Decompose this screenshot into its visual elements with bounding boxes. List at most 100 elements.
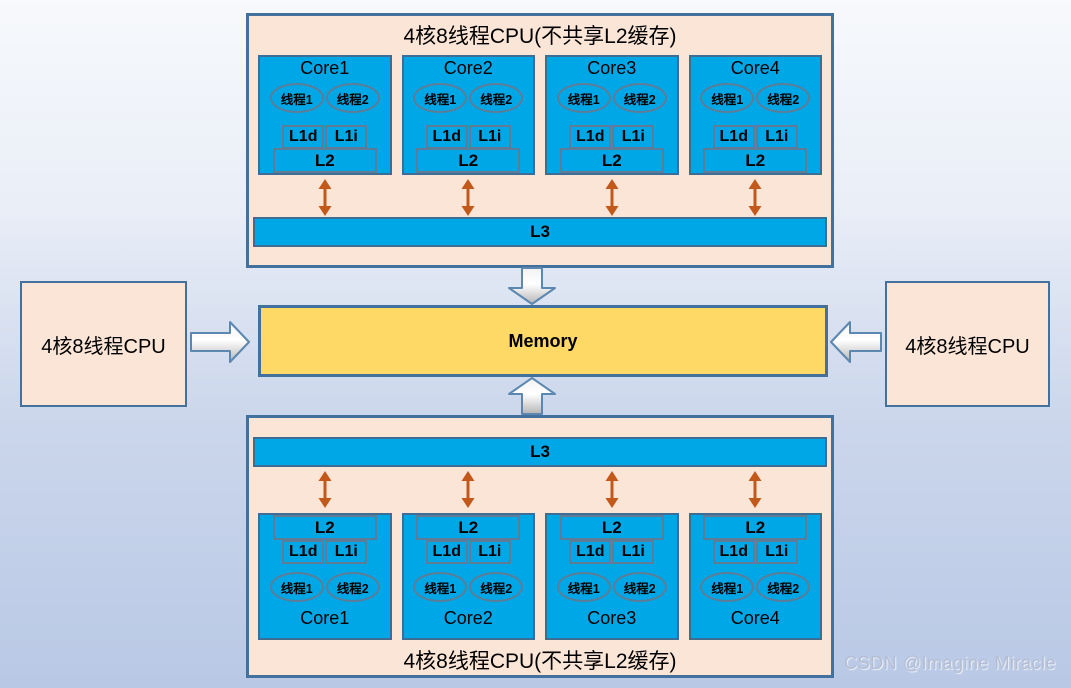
arrow-cell xyxy=(689,470,823,508)
thread-ellipse: 线程2 xyxy=(612,572,667,602)
bottom-l3-cache: L3 xyxy=(253,437,827,467)
top-l3-cache: L3 xyxy=(253,217,827,247)
left-cpu-box: 4核8线程CPU xyxy=(20,281,187,407)
arrow-cell xyxy=(402,470,536,508)
bidirectional-arrow-icon xyxy=(461,179,475,216)
bidirectional-arrow-icon xyxy=(318,179,332,216)
right-cpu-box: 4核8线程CPU xyxy=(885,281,1050,407)
top-cpu-title: 4核8线程CPU(不共享L2缓存) xyxy=(403,25,677,48)
top-l2-l3-arrows xyxy=(258,179,822,216)
core-label: Core1 xyxy=(300,608,350,628)
bidirectional-arrow-icon xyxy=(605,179,619,216)
memory-block: Memory xyxy=(258,305,828,377)
bidirectional-arrow-icon xyxy=(748,179,762,216)
l2-cache: L2 xyxy=(559,515,664,540)
l1i-cache: L1i xyxy=(468,540,511,564)
bidirectional-arrow-icon xyxy=(318,470,332,508)
core-label: Core4 xyxy=(730,608,780,628)
core-label: Core3 xyxy=(587,58,637,78)
l1i-cache: L1i xyxy=(325,540,368,564)
l2-cache: L2 xyxy=(703,515,808,540)
l1d-cache: L1d xyxy=(712,125,755,149)
thread-ellipse: 线程1 xyxy=(269,572,324,602)
l1d-cache: L1d xyxy=(712,540,755,564)
l1i-cache: L1i xyxy=(468,125,511,149)
thread-ellipse: 线程1 xyxy=(700,572,755,602)
core-label: Core2 xyxy=(443,608,493,628)
bidirectional-arrow-icon xyxy=(461,470,475,508)
thread-ellipse: 线程1 xyxy=(700,83,755,113)
arrow-down-icon xyxy=(508,267,556,305)
watermark: CSDN @Imagine Miracle xyxy=(844,653,1056,673)
l2-cache: L2 xyxy=(416,148,521,173)
core-label: Core1 xyxy=(300,58,350,78)
l1i-cache: L1i xyxy=(755,125,798,149)
core-label: Core4 xyxy=(730,58,780,78)
l2-cache: L2 xyxy=(703,148,808,173)
l2-cache: L2 xyxy=(559,148,664,173)
l1i-cache: L1i xyxy=(612,540,655,564)
arrow-cell xyxy=(258,470,392,508)
l1d-cache: L1d xyxy=(425,540,468,564)
thread-ellipse: 线程1 xyxy=(556,83,611,113)
thread-ellipse: 线程2 xyxy=(469,572,524,602)
arrow-cell xyxy=(402,179,536,216)
l2-cache: L2 xyxy=(416,515,521,540)
bidirectional-arrow-icon xyxy=(605,470,619,508)
core-label: Core2 xyxy=(443,58,493,78)
arrow-cell xyxy=(545,179,679,216)
l1i-cache: L1i xyxy=(612,125,655,149)
arrow-left-icon xyxy=(830,320,882,364)
thread-ellipse: 线程2 xyxy=(756,83,811,113)
l1d-cache: L1d xyxy=(425,125,468,149)
l1i-cache: L1i xyxy=(755,540,798,564)
l1d-cache: L1d xyxy=(282,125,325,149)
thread-ellipse: 线程1 xyxy=(413,83,468,113)
l1d-cache: L1d xyxy=(569,540,612,564)
arrow-up-icon xyxy=(508,377,556,415)
bottom-cpu-title: 4核8线程CPU(不共享L2缓存) xyxy=(403,650,677,673)
thread-ellipse: 线程1 xyxy=(269,83,324,113)
arrow-cell xyxy=(258,179,392,216)
bidirectional-arrow-icon xyxy=(748,470,762,508)
thread-ellipse: 线程1 xyxy=(556,572,611,602)
l2-cache: L2 xyxy=(272,148,377,173)
l2-cache: L2 xyxy=(272,515,377,540)
l1d-cache: L1d xyxy=(569,125,612,149)
thread-ellipse: 线程2 xyxy=(469,83,524,113)
thread-ellipse: 线程1 xyxy=(413,572,468,602)
arrow-cell xyxy=(545,470,679,508)
core-label: Core3 xyxy=(587,608,637,628)
thread-ellipse: 线程2 xyxy=(756,572,811,602)
arrow-right-icon xyxy=(190,320,250,364)
arrow-cell xyxy=(689,179,823,216)
thread-ellipse: 线程2 xyxy=(612,83,667,113)
l1i-cache: L1i xyxy=(325,125,368,149)
